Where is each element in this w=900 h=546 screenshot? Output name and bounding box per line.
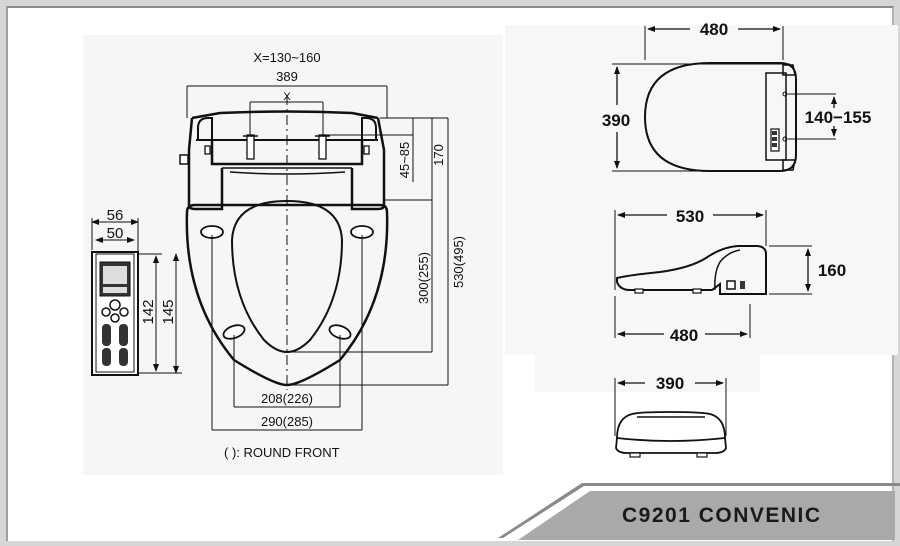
plan-view-drawing xyxy=(612,26,837,172)
x-label: X xyxy=(283,91,291,103)
top-view-drawing xyxy=(179,85,449,431)
width-389-label: 389 xyxy=(276,69,298,84)
front-view-drawing xyxy=(614,378,727,458)
side-seat-length-label: 480 xyxy=(670,326,698,345)
total-length-label: 530(495) xyxy=(451,236,466,288)
front-hole-span-label: 208(226) xyxy=(261,391,313,406)
round-front-note: ( ): ROUND FRONT xyxy=(224,445,340,460)
plan-width-label: 390 xyxy=(602,111,630,130)
rear-hole-span-label: 290(285) xyxy=(261,414,313,429)
bolt-spacing-label: 140−155 xyxy=(805,108,872,127)
front-width-label: 390 xyxy=(656,374,684,393)
remote-outer-height-label: 145 xyxy=(160,299,177,324)
side-height-label: 160 xyxy=(818,261,846,280)
side-overall-length-label: 530 xyxy=(676,207,704,226)
remote-drawing xyxy=(91,218,182,376)
rear-depth-label: 170 xyxy=(431,144,446,166)
remote-inner-height-label: 142 xyxy=(140,299,157,324)
plan-length-label: 480 xyxy=(700,20,728,39)
side-view-drawing xyxy=(614,210,812,338)
model-title: C9201 CONVENIC xyxy=(622,504,822,527)
remote-inner-width-label: 50 xyxy=(107,225,124,242)
right-views-panel xyxy=(505,25,898,355)
title-band xyxy=(498,483,900,540)
remote-outer-width-label: 56 xyxy=(107,207,124,224)
opening-length-label: 300(255) xyxy=(416,252,431,304)
bolt-offset-label: 45~85 xyxy=(397,142,412,179)
x-range-label: X=130~160 xyxy=(253,50,320,65)
